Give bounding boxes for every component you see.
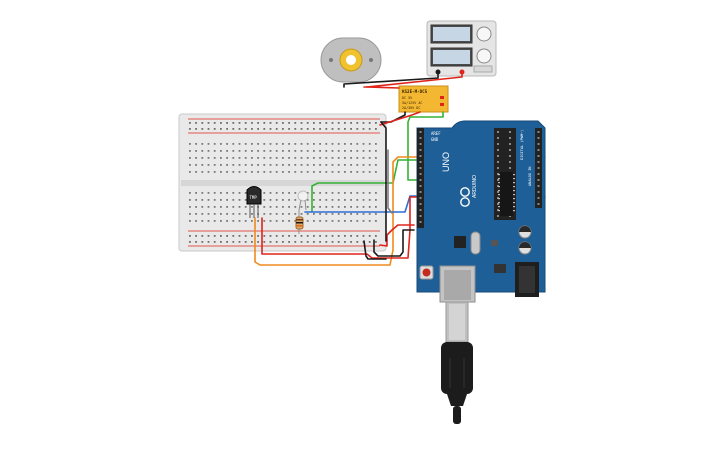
wire-gray[interactable] (387, 149, 393, 214)
arduino-uno-icon[interactable]: AREF GND UNO ARDUINO DIGITAL (PWM~) ANAL… (416, 120, 546, 303)
relay-part-label: KS2E-M-DC5 (402, 89, 428, 94)
wire-ground-black[interactable] (373, 229, 415, 257)
temperature-sensor-icon[interactable]: TMP (246, 186, 262, 219)
wire-relay-vcc[interactable] (379, 111, 421, 126)
wire-ground-black-2[interactable] (363, 240, 387, 260)
digital-label: DIGITAL (PWM~) (520, 130, 524, 160)
arduino-logo-icon (460, 187, 470, 207)
usb-chip (454, 236, 466, 248)
wire-rail-ground[interactable] (380, 121, 387, 242)
dc-motor-icon[interactable] (320, 37, 382, 83)
wire-5v-red[interactable] (379, 224, 415, 247)
relay-icon[interactable]: KS2E-M-DC5 DC 5V 5A/125V AC 2A/30V DC (398, 85, 449, 113)
led-icon[interactable] (297, 190, 309, 211)
relay-rating-1: DC 5V (402, 96, 412, 100)
analog-label: ANALOG IN (528, 167, 532, 186)
power-supply-icon[interactable] (426, 20, 497, 77)
regulator (494, 264, 506, 273)
wire-relay-ground[interactable] (380, 111, 406, 123)
breadboard-holes (189, 122, 377, 243)
brand-label: ARDUINO (472, 175, 478, 198)
power-analog-header-pins (419, 131, 422, 223)
aref-label: AREF (431, 131, 441, 136)
right-header-pins (537, 131, 540, 205)
crystal (470, 231, 481, 255)
power-analog-header[interactable] (417, 128, 424, 228)
wire-relay-signal[interactable] (407, 111, 444, 181)
relay-rating-3: 2A/30V DC (402, 106, 420, 110)
sensor-label: TMP (250, 195, 258, 200)
breadboard[interactable] (178, 113, 387, 252)
wire-relay-common[interactable] (366, 86, 400, 89)
relay-rating-2: 5A/125V AC (402, 101, 422, 105)
atmega-chip (500, 172, 513, 216)
breadboard-center-channel (181, 180, 384, 186)
uno-label: UNO (441, 152, 451, 172)
resistor-icon[interactable] (295, 210, 304, 234)
wires (254, 71, 546, 266)
usb-cable-icon[interactable] (441, 301, 473, 424)
gnd-label: GND (431, 137, 439, 142)
wire-power-red[interactable] (261, 196, 546, 259)
wire-sensor-green[interactable] (311, 159, 425, 212)
wire-supply-positive[interactable] (363, 71, 463, 88)
wire-supply-negative[interactable] (343, 71, 439, 88)
